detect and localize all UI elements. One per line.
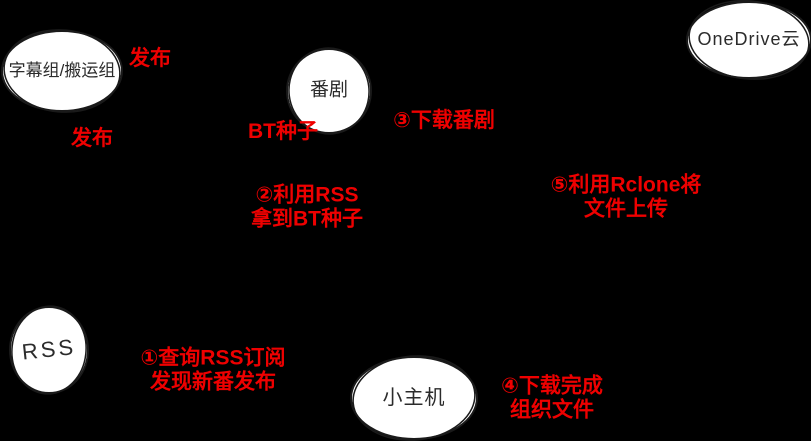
- label-step1-query-rss-line-1: ①查询RSS订阅: [140, 346, 286, 370]
- node-label-rss: RSS: [20, 334, 78, 365]
- node-label-onedrive: OneDrive云: [697, 29, 801, 50]
- node-label-host: 小主机: [382, 387, 446, 409]
- label-step3-download-anime-line-1: ③下载番剧: [393, 109, 495, 133]
- label-step4-organize-files: ④下载完成组织文件: [501, 374, 603, 421]
- label-step2-rss-get-torrent-line-2: 拿到BT种子: [251, 207, 363, 230]
- node-shape-subtitle-group: [1, 29, 123, 113]
- node-shape-anime: [286, 47, 372, 135]
- label-step5-rclone-upload: ⑤利用Rclone将文件上传: [551, 173, 702, 220]
- node-shape-rss: [9, 305, 89, 395]
- label-step2-rss-get-torrent-line-1: ②利用RSS: [255, 183, 359, 207]
- label-step4-organize-files-line-1: ④下载完成: [501, 374, 603, 398]
- label-publish-top-line-1: 发布: [129, 47, 171, 71]
- label-step5-rclone-upload-line-2: 文件上传: [583, 197, 668, 220]
- label-publish-left-line-1: 发布: [71, 127, 113, 151]
- label-publish-top: 发布: [129, 47, 171, 71]
- label-step3-download-anime: ③下载番剧: [393, 109, 495, 133]
- label-step1-query-rss-line-2: 发现新番发布: [150, 370, 276, 393]
- node-label-subtitle-group: 字幕组/搬运组: [8, 60, 116, 80]
- label-bt-seed: BT种子: [248, 120, 318, 144]
- node-shape-host: [350, 355, 478, 441]
- node-label-anime: 番剧: [309, 79, 349, 101]
- label-bt-seed-line-1: BT种子: [248, 120, 318, 144]
- label-step5-rclone-upload-line-1: ⑤利用Rclone将: [550, 173, 702, 197]
- node-shape-onedrive: [686, 0, 811, 81]
- label-step4-organize-files-line-2: 组织文件: [510, 398, 594, 421]
- label-step1-query-rss: ①查询RSS订阅发现新番发布: [141, 346, 286, 393]
- label-publish-left: 发布: [71, 127, 113, 151]
